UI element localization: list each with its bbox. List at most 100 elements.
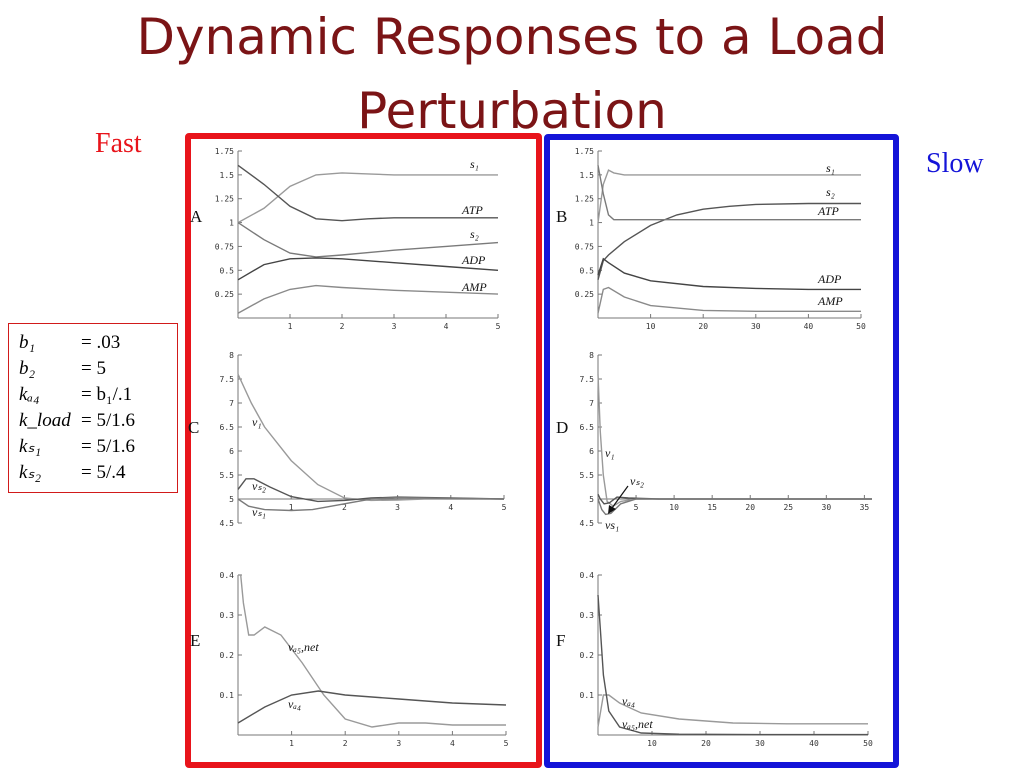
x-tick-label: 10 — [646, 322, 656, 331]
x-tick-label: 1 — [288, 322, 293, 331]
y-tick-label: 0.1 — [220, 691, 235, 700]
series-line — [597, 498, 872, 516]
series-line — [597, 165, 861, 221]
y-tick-label: 0.1 — [580, 691, 595, 700]
series-label: s₁ — [826, 161, 835, 175]
y-tick-label: 5 — [229, 495, 234, 504]
x-tick-label: 3 — [396, 739, 401, 748]
parameter-row: b₂ = 5 — [19, 356, 167, 382]
x-tick-label: 2 — [342, 503, 347, 512]
y-tick-label: 5 — [589, 495, 594, 504]
series-line — [237, 172, 498, 224]
panel-label: E — [190, 631, 200, 650]
y-tick-label: 6 — [589, 447, 594, 456]
y-tick-label: 0.5 — [220, 266, 235, 275]
parameter-row: b₁ = .03 — [19, 330, 167, 356]
parameter-name: k_load — [19, 410, 71, 431]
x-tick-label: 5 — [634, 503, 639, 512]
series-label: vs₁ — [605, 518, 619, 532]
parameter-name: kₛ₁ — [19, 436, 42, 457]
series-label: ADP — [461, 253, 486, 267]
x-tick-label: 20 — [745, 503, 755, 512]
y-tick-label: 0.75 — [575, 242, 594, 251]
series-line — [237, 690, 507, 724]
series-label: vₛ₂ — [252, 479, 266, 493]
panel-label: F — [556, 631, 565, 650]
x-tick-label: 30 — [751, 322, 761, 331]
x-tick-label: 35 — [860, 503, 870, 512]
series-label: vₐ₄ — [622, 694, 635, 708]
series-label: ADP — [817, 272, 842, 286]
y-tick-label: 0.2 — [220, 651, 235, 660]
annotation-arrow — [611, 485, 629, 509]
y-tick-label: 1 — [229, 219, 234, 228]
parameter-name: b₂ — [19, 358, 36, 379]
parameter-row: kₛ₂= 5/.4 — [19, 460, 167, 486]
y-tick-label: 1 — [589, 219, 594, 228]
series-line — [238, 574, 506, 728]
y-tick-label: 6.5 — [220, 423, 235, 432]
series-line — [237, 496, 505, 512]
y-tick-label: 5.5 — [220, 471, 235, 480]
x-tick-label: 1 — [289, 503, 294, 512]
series-label: ATP — [461, 203, 484, 217]
series-label: AMP — [817, 294, 843, 308]
y-tick-label: 7.5 — [220, 375, 235, 384]
x-tick-label: 10 — [647, 739, 657, 748]
series-line — [237, 284, 499, 314]
slow-label: Slow — [926, 148, 984, 179]
x-tick-label: 5 — [504, 739, 509, 748]
series-line — [237, 373, 504, 502]
y-tick-label: 7.5 — [580, 375, 595, 384]
series-line — [597, 257, 861, 291]
y-tick-label: 7 — [229, 399, 234, 408]
x-tick-label: 10 — [669, 503, 679, 512]
x-tick-label: 40 — [804, 322, 814, 331]
x-tick-label: 4 — [448, 503, 453, 512]
x-tick-label: 20 — [701, 739, 711, 748]
series-line — [237, 164, 498, 222]
fast-frame — [185, 133, 542, 768]
y-tick-label: 1.5 — [220, 171, 235, 180]
series-label: vₐ₄ — [288, 697, 301, 711]
series-line — [597, 169, 861, 223]
y-tick-label: 8 — [229, 351, 234, 360]
series-label: AMP — [461, 280, 487, 294]
parameter-name: kₛ₂ — [19, 462, 42, 483]
y-tick-label: 0.4 — [220, 571, 235, 580]
x-tick-label: 5 — [496, 322, 501, 331]
parameter-row: kₛ₁= 5/1.6 — [19, 434, 167, 460]
x-tick-label: 2 — [340, 322, 345, 331]
y-tick-label: 0.3 — [220, 611, 235, 620]
parameter-name: b₁ — [19, 332, 36, 353]
x-tick-label: 50 — [856, 322, 866, 331]
y-tick-label: 0.25 — [215, 290, 234, 299]
y-tick-label: 1.25 — [215, 195, 234, 204]
series-line — [597, 594, 868, 736]
x-tick-label: 3 — [392, 322, 397, 331]
x-tick-label: 4 — [450, 739, 455, 748]
series-line — [597, 202, 861, 280]
y-tick-label: 0.2 — [580, 651, 595, 660]
x-tick-label: 5 — [502, 503, 507, 512]
series-line — [237, 257, 499, 281]
y-tick-label: 5.5 — [580, 471, 595, 480]
x-tick-label: 1 — [289, 739, 294, 748]
y-tick-label: 1.5 — [580, 171, 595, 180]
series-label: v₁ — [252, 415, 262, 429]
y-tick-label: 0.75 — [215, 242, 234, 251]
parameter-row: k_load= 5/1.6 — [19, 408, 167, 434]
arrow-head — [608, 505, 616, 514]
y-tick-label: 0.3 — [580, 611, 595, 620]
panel-label: A — [190, 207, 203, 226]
y-tick-label: 0.4 — [580, 571, 595, 580]
series-label: v₁ — [605, 446, 615, 460]
y-tick-label: 4.5 — [220, 519, 235, 528]
x-tick-label: 30 — [755, 739, 765, 748]
x-tick-label: 30 — [822, 503, 832, 512]
parameter-value: = .03 — [81, 332, 121, 353]
series-label: vₐ₅,net — [622, 717, 653, 731]
parameter-value: = 5 — [81, 358, 106, 379]
series-label: vₛ₂ — [630, 474, 644, 488]
